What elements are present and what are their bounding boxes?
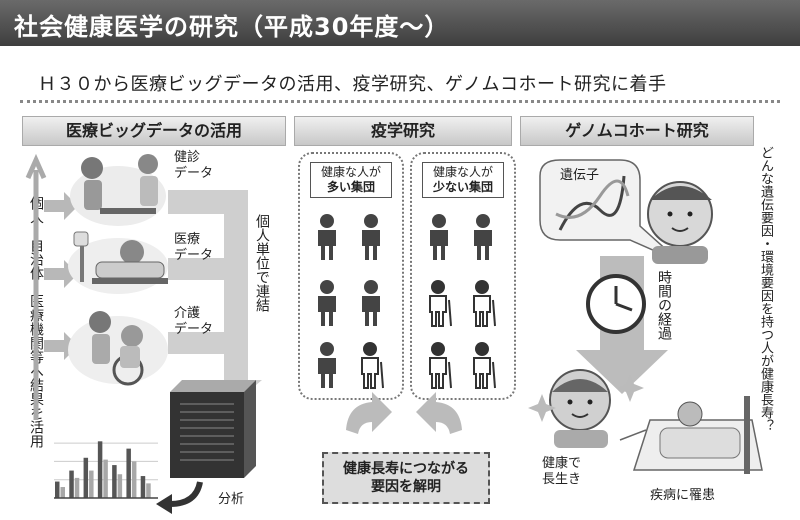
medical-data-text: 医療 データ [174, 232, 214, 263]
chart-bar [103, 459, 108, 498]
header-bar: 社会健康医学の研究（平成30年度〜） [0, 0, 800, 46]
gene-label: 遺伝子 [560, 168, 600, 183]
up-arrow [25, 153, 47, 420]
server-icon [170, 380, 256, 478]
sick-in-bed-icon [632, 396, 763, 474]
healthy-elder-icon [528, 369, 644, 448]
dotted-divider [20, 100, 780, 103]
bigdata-heading: 医療ビッグデータの活用 [22, 116, 286, 146]
genome-question: どんな遺伝要因・環境要因を持つ人が健康長寿？ [758, 146, 773, 432]
checkup-data-text: 健診 データ [174, 150, 214, 181]
hospital-illustration [68, 231, 168, 294]
care-data-label: 介護 データ [174, 306, 213, 338]
goal-line1: 健康長寿につながる [343, 461, 469, 477]
checkup-illustration [70, 154, 166, 226]
compare-arrow-right [416, 392, 462, 434]
dna-icon [558, 175, 626, 231]
group-b-line2: 少ない集団 [432, 180, 493, 194]
chart-bar [74, 477, 80, 498]
care-data-text: 介護 データ [174, 306, 214, 337]
healthy-label: 健康で 長生き [542, 456, 582, 487]
chart-bar [140, 476, 146, 498]
checkup-data-label: 健診 データ [174, 150, 213, 182]
chart-bar [131, 461, 137, 498]
analysis-arrow [169, 481, 203, 507]
sparkle-icon [616, 374, 644, 402]
genome-heading: ゲノムコホート研究 [520, 116, 754, 146]
mini-bar-chart [54, 441, 158, 499]
chart-bar [146, 483, 151, 498]
goal-line2: 要因を解明 [371, 479, 441, 495]
goal-box: 健康長寿につながる 要因を解明 [322, 452, 490, 504]
chart-bar [60, 487, 65, 498]
merge-arrow [168, 190, 262, 402]
group-b-line1: 健康な人が [432, 165, 493, 179]
dna-bubble [539, 159, 681, 263]
group-a-line1: 健康な人が [320, 165, 381, 179]
group-a-tag: 健康な人が 多い集団 [310, 162, 392, 198]
chart-bar [89, 470, 94, 498]
medical-data-label: 医療 データ [174, 232, 213, 264]
sparkle-icon [528, 394, 556, 422]
chart-bar [55, 481, 60, 498]
group-a-box [298, 152, 404, 400]
analysis-label: 分析 [218, 492, 245, 507]
chart-bar [112, 465, 117, 498]
chart-bar [97, 441, 103, 498]
page-title: 社会健康医学の研究（平成30年度〜） [14, 13, 450, 41]
link-text: 個人単位で連結 [254, 214, 270, 312]
chart-bar [126, 448, 131, 498]
group-a-line2: 多い集団 [326, 180, 375, 194]
clock-icon [586, 274, 646, 334]
divider-line [619, 429, 647, 441]
man-face-icon [647, 181, 713, 264]
chart-bar [69, 470, 74, 498]
ill-label: 疾病に罹患 [650, 488, 716, 503]
care-illustration [68, 311, 168, 386]
chart-bar [117, 474, 123, 498]
chart-bar [83, 457, 89, 498]
subtitle: Ｈ３０から医療ビッグデータの活用、疫学研究、ゲノムコホート研究に着手 [38, 74, 667, 95]
epi-heading: 疫学研究 [294, 116, 512, 146]
group-b-box [410, 152, 516, 400]
compare-arrow-left [346, 392, 392, 434]
time-label: 時間の経過 [656, 270, 672, 340]
group-b-tag: 健康な人が 少ない集団 [422, 162, 504, 198]
